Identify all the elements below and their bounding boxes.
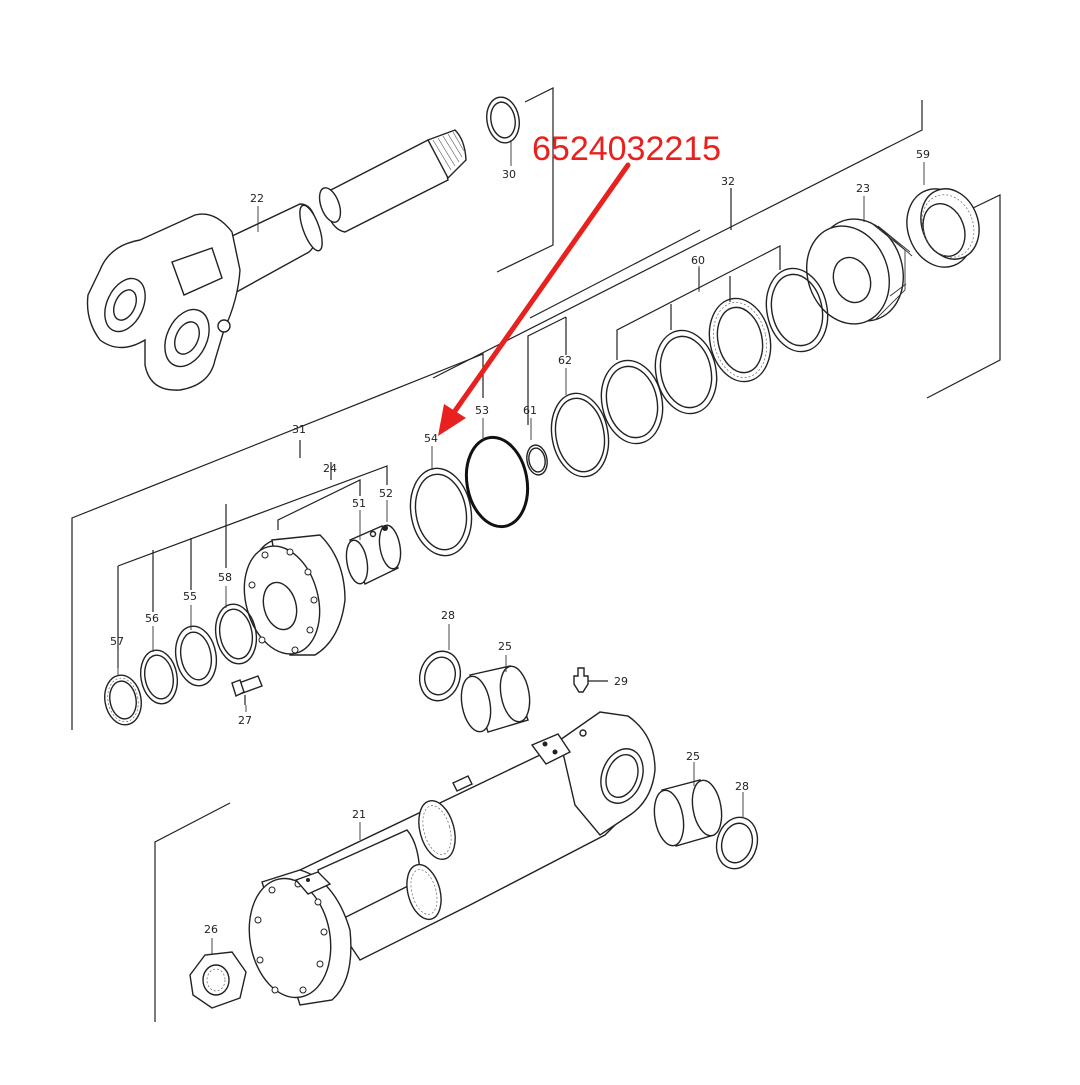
- ring-28-upper: [418, 650, 462, 702]
- bracket-32: [432, 100, 923, 379]
- o-ring-53: [464, 435, 530, 529]
- label-31: 31: [292, 423, 306, 436]
- label-53: 53: [475, 404, 489, 417]
- label-29: 29: [614, 675, 628, 688]
- snap-ring: [486, 96, 520, 144]
- ring-60c: [600, 359, 664, 445]
- hex-nut-26: [189, 951, 247, 1009]
- label-60: 60: [691, 254, 705, 267]
- label-24: 24: [323, 462, 337, 475]
- bushing-25-lower: [653, 779, 723, 847]
- bracket-31: [71, 353, 484, 730]
- bracket-30: [496, 87, 554, 273]
- label-54: 54: [424, 432, 438, 445]
- label-25-lower: 25: [686, 750, 700, 763]
- bracket-21: [154, 802, 231, 1022]
- bushing-25-upper: [460, 665, 531, 733]
- o-ring-61: [526, 444, 548, 476]
- label-51: 51: [352, 497, 366, 510]
- ring-28-lower: [715, 816, 759, 870]
- ring-62: [550, 392, 610, 478]
- rod-cover: [243, 534, 346, 656]
- bracket-62: [527, 229, 701, 425]
- piston-rod: [86, 129, 467, 391]
- label-22: 22: [250, 192, 264, 205]
- label-52: 52: [379, 487, 393, 500]
- label-58: 58: [218, 571, 232, 584]
- ring-55: [174, 625, 218, 687]
- label-57: 57: [110, 635, 124, 648]
- grease-fitting-29: [573, 667, 608, 693]
- label-30: 30: [502, 168, 516, 181]
- label-62: 62: [558, 354, 572, 367]
- label-27: 27: [238, 714, 252, 727]
- part-number-callout: 6524032215: [438, 130, 721, 436]
- label-61: 61: [523, 404, 537, 417]
- label-23: 23: [856, 182, 870, 195]
- pin-52: [382, 525, 388, 531]
- part-number-text: 6524032215: [532, 130, 721, 168]
- label-21: 21: [352, 808, 366, 821]
- ring-58: [214, 603, 258, 665]
- label-25-upper: 25: [498, 640, 512, 653]
- label-28-upper: 28: [441, 609, 455, 622]
- piston: [806, 218, 913, 325]
- ring-56: [139, 649, 179, 705]
- ring-60a: [765, 267, 829, 353]
- ring-60b: [654, 329, 718, 415]
- bracket-right: [926, 194, 1001, 399]
- label-55: 55: [183, 590, 197, 603]
- callout-arrow: [447, 162, 631, 421]
- label-56: 56: [145, 612, 159, 625]
- cylinder-tube: [248, 711, 656, 1006]
- bolt-27: [231, 675, 263, 705]
- label-32: 32: [721, 175, 735, 188]
- label-26: 26: [204, 923, 218, 936]
- label-28-lower: 28: [735, 780, 749, 793]
- backup-ring-54: [409, 467, 473, 557]
- callout-arrowhead-icon: [438, 404, 466, 436]
- piston-nut: [906, 188, 980, 268]
- leader-lines: [117, 140, 925, 955]
- wiper-57: [104, 674, 142, 726]
- wear-ring-60: [708, 297, 772, 383]
- label-59: 59: [916, 148, 930, 161]
- bushing-51: [345, 524, 402, 585]
